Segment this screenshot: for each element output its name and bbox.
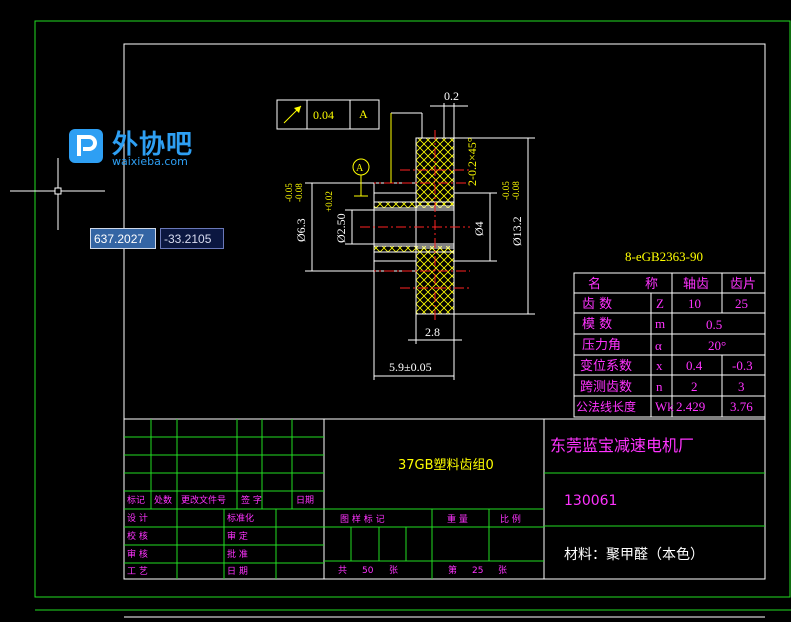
title-block-text: 37GB塑料齿组0 东莞蓝宝减速电机厂 130061 材料：聚甲醛（本色） 标记… <box>127 436 704 577</box>
table-header-shaft: 轴齿 <box>683 277 709 292</box>
material: 材料：聚甲醛（本色） <box>564 546 704 563</box>
tolerance-frame <box>276 99 380 130</box>
row-piece: 3.76 <box>730 399 753 414</box>
mark-header: 图 样 标 记 <box>340 513 385 525</box>
gear-table-text: 名 称 轴齿 齿片 齿 数 Z 10 25 模 数 m 0.5 压力角 α 20… <box>576 276 756 414</box>
mark-header: 重 量 <box>447 513 468 525</box>
dim-d25: Ø2.50 <box>334 213 348 243</box>
fcf-value: 0.04 <box>313 108 334 122</box>
dim-d63: Ø6.3 <box>294 218 308 242</box>
dim-d4: Ø4 <box>472 221 486 236</box>
coordinate-x-input[interactable]: 637.2027 <box>90 228 156 249</box>
logo-url: waixieba.com <box>112 155 188 168</box>
row-piece: 25 <box>735 296 748 311</box>
sheet-no-unit: 张 <box>498 565 507 576</box>
dim-d63-tol-bottom: -0.08 <box>294 183 304 202</box>
standard-code: 8-eGB2363-90 <box>625 249 703 264</box>
dim-d132: Ø13.2 <box>510 216 524 246</box>
left-label: 工 艺 <box>127 566 148 577</box>
dim-w28: 2.8 <box>425 325 440 339</box>
row-piece: 3 <box>738 379 745 394</box>
dim-d132-tol-top: -0.05 <box>501 181 511 200</box>
gear-parameter-table <box>573 272 766 418</box>
mark-header: 比 例 <box>500 513 521 525</box>
mid-label: 日 期 <box>227 566 248 577</box>
row-shaft: 2.429 <box>676 399 705 414</box>
rev-label: 更改文件号 <box>181 494 226 506</box>
row-symbol: x <box>656 358 663 373</box>
row-shaft: 2 <box>691 379 698 394</box>
sheet-total: 50 <box>362 566 374 576</box>
watermark-logo: 外协吧 waixieba.com <box>66 124 216 170</box>
row-merged: 20° <box>708 338 726 353</box>
sheet-unit: 张 <box>389 565 398 576</box>
title-block-grid <box>123 418 766 580</box>
row-symbol: n <box>656 379 663 394</box>
mid-label: 批 准 <box>227 548 248 560</box>
row-name: 变位系数 <box>580 358 632 374</box>
fcf-datum: A <box>359 107 368 121</box>
dim-d132-tol-bottom: -0.08 <box>511 181 521 200</box>
dim-d63-tol-top: -0.05 <box>284 183 294 202</box>
sheet-no: 25 <box>472 566 483 576</box>
dimension-lines <box>305 103 535 380</box>
rev-label: 标记 <box>127 494 145 506</box>
row-symbol: Wk <box>655 399 674 414</box>
mid-label: 标准化 <box>227 512 254 524</box>
sheet-no-label: 第 <box>448 564 457 576</box>
company-name: 东莞蓝宝减速电机厂 <box>550 436 694 455</box>
datum-label: A <box>356 163 364 174</box>
row-name: 模 数 <box>582 317 612 332</box>
dim-d25-tol: +0.02 <box>324 191 334 212</box>
logo-name: 外协吧 <box>112 130 194 160</box>
row-symbol: Z <box>656 296 664 311</box>
left-label: 设 计 <box>127 512 148 524</box>
table-header-piece: 齿片 <box>730 277 756 292</box>
document-p-icon <box>69 129 103 163</box>
row-piece: -0.3 <box>732 358 753 373</box>
table-header-name2: 称 <box>645 277 658 292</box>
left-label: 校 核 <box>127 530 148 542</box>
dim-chamfer: 2-0.2×45° <box>465 137 479 186</box>
row-symbol: α <box>655 338 662 353</box>
row-name: 压力角 <box>582 338 621 353</box>
runout-arrow-icon <box>283 105 302 124</box>
table-header-name1: 名 <box>588 276 601 292</box>
row-name: 公法线长度 <box>576 399 636 414</box>
part-name: 37GB塑料齿组0 <box>398 458 494 473</box>
sheet-total-label: 共 <box>338 565 347 576</box>
dim-top-width: 0.2 <box>444 89 459 103</box>
row-shaft: 0.4 <box>686 358 703 373</box>
rev-label: 日期 <box>296 495 314 506</box>
crosshair-cursor <box>10 158 105 230</box>
row-name: 齿 数 <box>582 297 612 312</box>
rev-label: 处数 <box>154 494 172 506</box>
dim-w59: 5.9±0.05 <box>389 360 432 374</box>
row-shaft: 10 <box>688 296 701 311</box>
rev-label: 签 字 <box>241 494 262 506</box>
row-symbol: m <box>655 316 665 331</box>
drawing-number: 130061 <box>564 493 617 509</box>
left-label: 审 核 <box>127 548 148 560</box>
row-name: 跨测齿数 <box>580 380 632 395</box>
row-merged: 0.5 <box>706 317 722 332</box>
outer-frame <box>34 20 791 598</box>
gear-section-view <box>360 130 470 322</box>
datum-circle <box>352 158 370 176</box>
mid-label: 审 定 <box>227 530 248 542</box>
coordinate-y-input[interactable]: -33.2105 <box>160 228 224 249</box>
